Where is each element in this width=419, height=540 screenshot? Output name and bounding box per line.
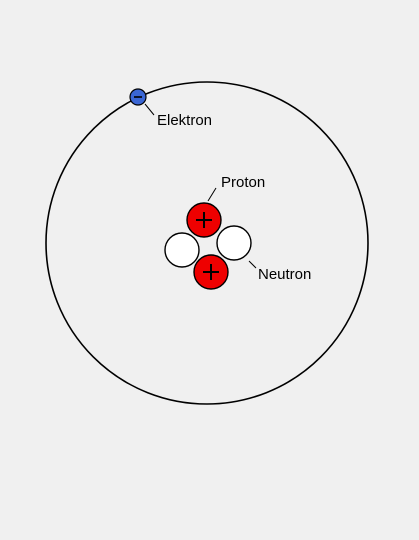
neutron-label: Neutron xyxy=(258,266,311,283)
proton-bottom xyxy=(193,254,229,290)
electron-label: Elektron xyxy=(157,112,212,129)
neutron-right xyxy=(216,225,252,261)
neutron-left xyxy=(164,232,200,268)
proton-leader-line xyxy=(207,187,217,202)
proton-top xyxy=(186,202,222,238)
electron-orbit xyxy=(45,81,369,405)
proton-label: Proton xyxy=(221,174,265,191)
neutron-leader-line xyxy=(248,260,257,269)
electron-leader-line xyxy=(144,103,155,116)
electron xyxy=(129,88,147,106)
